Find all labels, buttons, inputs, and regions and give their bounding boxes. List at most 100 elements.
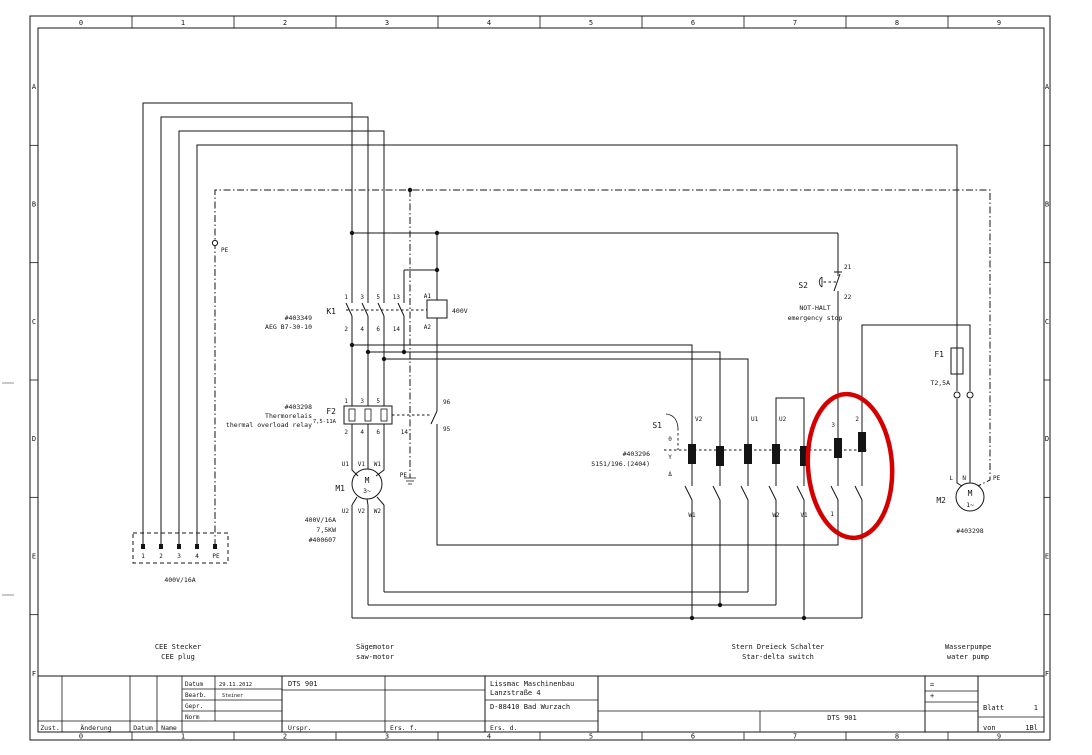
ruler-col-label: 8 <box>895 19 899 27</box>
contactor-k1: K1 #403349 AEG B7-30-10 1 3 5 13 2 4 6 1… <box>265 293 468 333</box>
s1-terminal: U2 <box>779 416 787 423</box>
f2-terminal-96: 96 <box>443 399 451 406</box>
tb-norm-label: Norm <box>185 714 200 721</box>
f2-part-number: #403298 <box>285 403 312 411</box>
overload-relay-f2: F2 7,5-11A #403298 Thermorelais thermal … <box>226 398 451 436</box>
s2-desc-en: emergency stop <box>788 314 843 322</box>
m1-spec-power: 7,5KW <box>316 526 336 534</box>
emergency-stop-s2: S2 21 22 NOT-HALT emergency stop <box>788 264 852 322</box>
ground-symbol <box>404 477 416 485</box>
s1-type: S151/196.(2404) <box>591 460 650 468</box>
tb-zust-label: Zust. <box>40 724 60 732</box>
s2-label: S2 <box>798 281 808 290</box>
caption-cee-de: CEE Stecker <box>155 643 201 651</box>
ruler-col-label: 5 <box>589 19 593 27</box>
caption-switch-de: Stern Dreieck Schalter <box>732 643 825 651</box>
ruler-col-label: 1 <box>181 733 185 741</box>
f2-terminal: 4 <box>360 429 364 436</box>
m1-terminal: W1 <box>374 461 382 468</box>
m2-part-number: #403298 <box>956 527 983 535</box>
caption-motor-en: saw-motor <box>356 653 394 661</box>
m1-phase: 3~ <box>363 487 371 495</box>
ruler-col-label: 4 <box>487 19 491 27</box>
m2-terminal-n: N <box>962 475 966 482</box>
s1-terminal: W2 <box>772 512 780 519</box>
tb-doc-number-2: DTS 901 <box>827 714 857 722</box>
s1-terminal: W1 <box>688 512 696 519</box>
ruler-col-label: 9 <box>997 19 1001 27</box>
f2-terminal: 1 <box>344 398 348 405</box>
s1-position-y: Y <box>668 454 672 461</box>
k1-coil <box>426 299 448 319</box>
s1-terminal: U1 <box>751 416 759 423</box>
ruler-col-label: 7 <box>793 733 797 741</box>
k1-coil-a1: A1 <box>424 293 432 300</box>
f2-range: 7,5-11A <box>313 419 337 425</box>
tb-datum-label: Datum <box>185 681 203 688</box>
s1-position-delta: Δ <box>668 471 672 478</box>
ruler-col-label: 4 <box>487 733 491 741</box>
ruler-row-label: C <box>1045 318 1049 326</box>
ruler-col-label: 9 <box>997 733 1001 741</box>
plug-pin-label: 3 <box>177 553 181 560</box>
m1-terminal: V2 <box>358 508 366 515</box>
s1-actuator-arc <box>665 413 679 429</box>
pe-terminal-circle <box>211 239 219 247</box>
s1-label: S1 <box>652 421 662 430</box>
plug-pin-label: 1 <box>141 553 145 560</box>
plug-pin-label: 2 <box>159 553 163 560</box>
m2-terminal-l: L <box>949 475 953 482</box>
caption-switch-en: Star-delta switch <box>742 653 814 661</box>
tb-gepr-label: Gepr. <box>185 703 203 710</box>
ruler-row-label: E <box>32 553 36 561</box>
pe-conductor <box>214 189 991 546</box>
ruler-row-label: C <box>32 318 36 326</box>
captions: CEE Stecker CEE plug Sägemotor saw-motor… <box>155 643 991 661</box>
f2-desc-de: Thermorelais <box>265 412 312 420</box>
tb-von-label: von <box>983 724 996 732</box>
tb-plus-field: + <box>930 692 934 700</box>
star-delta-switch-s1: S1 #403296 S151/196.(2404) 0 Y Δ V2 U1 U… <box>591 413 868 519</box>
ruler-col-label: 1 <box>181 19 185 27</box>
title-block: Zust. Änderung Datum Name Datum Bearb. G… <box>38 675 1044 732</box>
f2-terminal-95: 95 <box>443 426 451 433</box>
s2-desc-de: NOT-HALT <box>799 304 830 312</box>
ruler-row-label: B <box>1045 201 1049 209</box>
m1-terminal: W2 <box>374 508 382 515</box>
plug-pin-label: 4 <box>195 553 199 560</box>
plug-pin-label: PE <box>212 553 220 560</box>
f1-label: F1 <box>934 350 944 359</box>
s1-part-number: #403296 <box>623 450 650 458</box>
ruler-row-label: D <box>32 435 36 443</box>
caption-cee-en: CEE plug <box>161 653 195 661</box>
ruler-row-label: B <box>32 201 36 209</box>
motor-m1: M 3~ M1 U1 V1 W1 PE U2 V2 W2 400V/16A 7,… <box>305 461 416 544</box>
m1-terminal: U1 <box>342 461 350 468</box>
ruler-col-label: 6 <box>691 19 695 27</box>
cee-plug: 1 2 3 4 PE 400V/16A <box>132 532 229 584</box>
terminal-circle <box>953 391 961 399</box>
s1-terminal: V1 <box>800 512 808 519</box>
tb-name-col-label: Name <box>161 724 177 732</box>
tb-urspr-label: Urspr. <box>288 724 311 732</box>
m1-terminal: V1 <box>358 461 366 468</box>
k1-type: AEG B7-30-10 <box>265 323 312 331</box>
m2-symbol: M <box>968 489 973 498</box>
pe-conductor-label: PE <box>221 247 229 254</box>
m1-terminal: U2 <box>342 508 350 515</box>
caption-pump-en: water pump <box>947 653 989 661</box>
s1-terminal: V2 <box>695 416 703 423</box>
k1-terminal: 3 <box>360 294 364 301</box>
s1-terminal: 3 <box>831 422 835 429</box>
ruler-row-label: E <box>1045 553 1049 561</box>
f1-rating: T2,5A <box>930 379 950 387</box>
tb-blatt-value: 1 <box>1034 704 1038 712</box>
f2-terminal: 6 <box>376 429 380 436</box>
f2-terminal: 3 <box>360 398 364 405</box>
m2-terminal-pe: PE <box>993 475 1001 482</box>
tb-company-street: Lanzstraße 4 <box>490 689 541 697</box>
tb-ersd-label: Ers. d. <box>490 724 517 732</box>
ruler-col-label: 0 <box>79 19 83 27</box>
